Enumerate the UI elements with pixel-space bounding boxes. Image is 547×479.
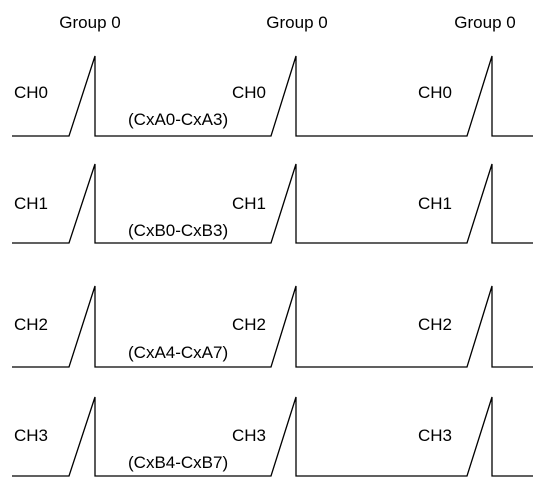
channel-label-row-2-col-1: CH2 [14,315,48,334]
channel-row-3: CH3 CH3 (CxB4-CxB7) CH3 [12,396,533,477]
group-header-1: Group 0 [59,13,120,32]
sawtooth-waveform-row-3 [12,396,533,477]
channel-row-2: CH2 CH2 (CxA4-CxA7) CH2 [12,285,533,368]
group-header-3: Group 0 [454,13,515,32]
channel-label-row-3-col-3: CH3 [418,426,452,445]
channel-label-row-2-col-3: CH2 [418,315,452,334]
channel-label-row-3-col-2: CH3 [232,426,266,445]
channel-label-row-1-col-1: CH1 [14,194,48,213]
channel-row-0: CH0 CH0 (CxA0-CxA3) CH0 [12,55,533,137]
channel-label-row-3-col-1: CH3 [14,426,48,445]
sawtooth-waveform-row-1 [12,163,533,244]
channel-label-row-0-col-1: CH0 [14,83,48,102]
channel-label-row-0-col-3: CH0 [418,83,452,102]
group-header-2: Group 0 [266,13,327,32]
channel-row-1: CH1 CH1 (CxB0-CxB3) CH1 [12,163,533,244]
sawtooth-waveform-row-0 [12,55,533,137]
channel-label-row-0-col-2: CH0 [232,83,266,102]
channel-label-row-1-col-2: CH1 [232,194,266,213]
sawtooth-waveform-row-2 [12,285,533,368]
register-range-label-row-1: (CxB0-CxB3) [128,221,228,240]
register-range-label-row-3: (CxB4-CxB7) [128,453,228,472]
register-range-label-row-0: (CxA0-CxA3) [128,110,228,129]
channel-label-row-2-col-2: CH2 [232,315,266,334]
channel-label-row-1-col-3: CH1 [418,194,452,213]
register-range-label-row-2: (CxA4-CxA7) [128,343,228,362]
